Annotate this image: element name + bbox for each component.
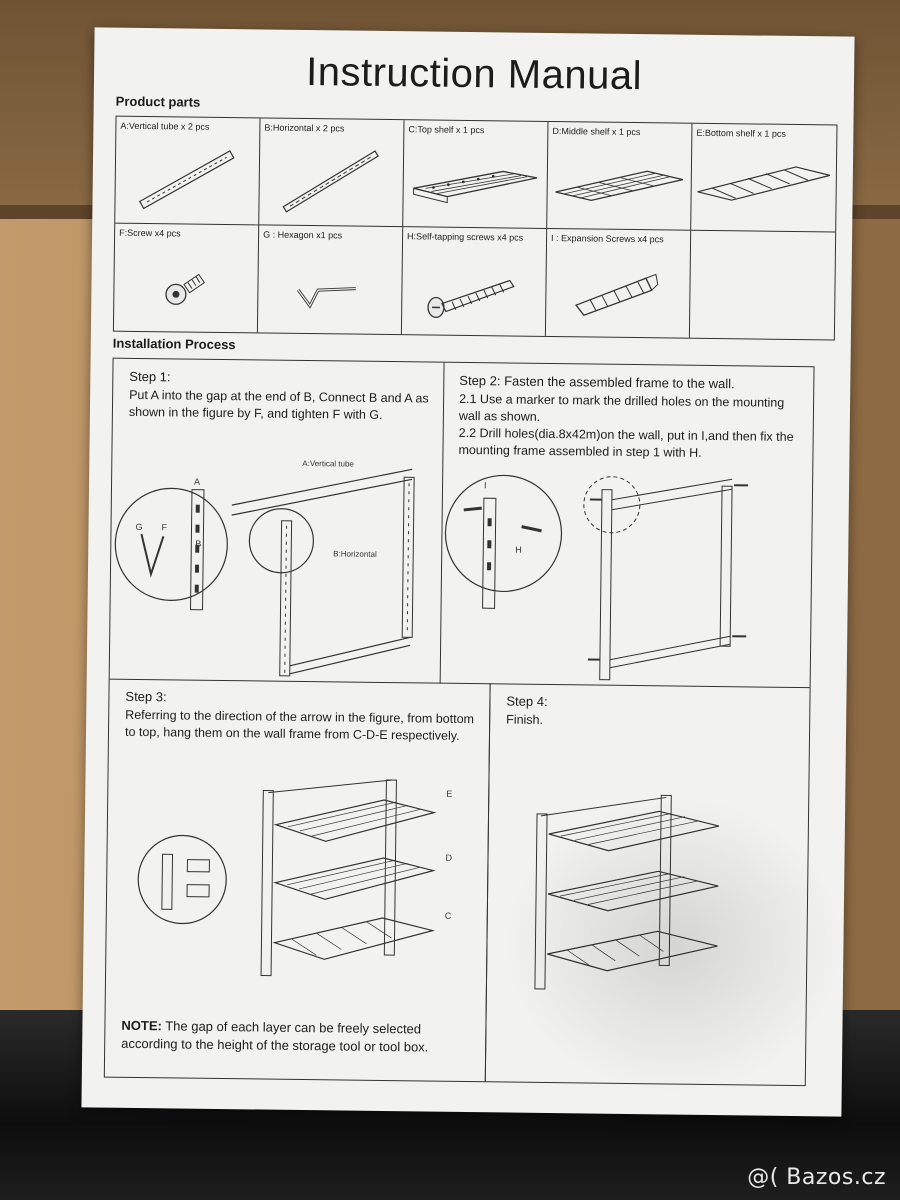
step-3-figure: E D C [137, 779, 453, 977]
step-4: Step 4: Finish. [484, 683, 811, 1086]
step-text: Finish. [506, 712, 544, 727]
product-parts-label: Product parts [115, 93, 201, 110]
part-label: B:Horizontal x 2 pcs [264, 122, 345, 134]
hex-key-icon [296, 287, 356, 309]
part-g: G : Hexagon x1 pcs [257, 225, 404, 335]
step-text: 2.1 Use a marker to mark the drilled hol… [458, 391, 794, 460]
step-2: Step 2: Fasten the assembled frame to th… [439, 362, 814, 689]
vertical-tube-icon [138, 150, 235, 210]
step-text: Put A into the gap at the end of B, Conn… [128, 387, 429, 422]
figure-label-a: A [194, 477, 200, 487]
part-label: H:Self-tapping screws x4 pcs [407, 231, 524, 243]
note-label: NOTE: [121, 1017, 162, 1034]
screw-icon [165, 273, 206, 305]
figure-label-b: B [195, 539, 201, 549]
step-3: Step 3: Referring to the direction of th… [104, 678, 491, 1082]
top-shelf-icon [413, 170, 538, 204]
figure-label-d: D [445, 853, 452, 863]
figure-label-g: G [135, 522, 142, 532]
installation-label: Installation Process [112, 335, 236, 353]
step-2-figure: I H [444, 474, 749, 681]
installation-grid: Step 1: Put A into the gap at the end of… [103, 357, 815, 1087]
watermark: @( Bazos.cz [747, 1165, 886, 1190]
self-tapping-screw-icon [427, 279, 515, 319]
figure-label-e: E [446, 789, 452, 799]
step-title: Step 3: [125, 688, 167, 705]
figure-label-f: F [161, 522, 167, 532]
expansion-screw-icon [575, 273, 659, 316]
part-label: I : Expansion Screws x4 pcs [551, 232, 664, 245]
part-d: D:Middle shelf x 1 pcs [547, 121, 693, 231]
empty-cell [690, 231, 835, 340]
step-title: Step 1: [129, 368, 171, 385]
part-label: G : Hexagon x1 pcs [263, 229, 343, 241]
figure-label-vertical: A:Vertical tube [302, 459, 354, 469]
step-1-figure: A:Vertical tube B:Horizontal A B G F [114, 459, 415, 677]
part-i: I : Expansion Screws x4 pcs [545, 228, 692, 338]
step-title: Step 4: [506, 693, 548, 709]
instruction-sheet: Instruction Manual Product parts A:Verti… [81, 27, 855, 1117]
part-label: A:Vertical tube x 2 pcs [120, 120, 210, 132]
note-text: The gap of each layer can be freely sele… [121, 1018, 429, 1055]
part-c: C:Top shelf x 1 pcs [403, 120, 549, 229]
part-label: F:Screw x4 pcs [119, 227, 181, 239]
figure-label-i: I [484, 480, 487, 490]
figure-label-h: H [515, 545, 522, 555]
part-h: H:Self-tapping screws x4 pcs [401, 227, 548, 336]
part-label: E:Bottom shelf x 1 pcs [696, 127, 786, 139]
part-e: E:Bottom shelf x 1 pcs [691, 123, 837, 233]
parts-table: A:Vertical tube x 2 pcs B:Horizontal x 2… [112, 115, 838, 341]
note: NOTE: The gap of each layer can be freel… [121, 1017, 471, 1057]
figure-label-horizontal: B:Horizontal [333, 549, 377, 559]
step-1: Step 1: Put A into the gap at the end of… [109, 358, 445, 684]
horizontal-tube-icon [282, 150, 379, 213]
step-4-figure [534, 794, 720, 990]
step-title: Step 2: Fasten the assembled frame to th… [459, 372, 735, 392]
step-text: Referring to the direction of the arrow … [124, 707, 475, 743]
part-b: B:Horizontal x 2 pcs [259, 118, 405, 228]
middle-shelf-icon [555, 170, 684, 202]
figure-label-c: C [445, 911, 452, 921]
part-a: A:Vertical tube x 2 pcs [115, 116, 261, 226]
bottom-shelf-icon [697, 166, 831, 201]
page-title: Instruction Manual [305, 49, 643, 99]
part-label: C:Top shelf x 1 pcs [408, 124, 485, 136]
part-f: F:Screw x4 pcs [113, 223, 260, 333]
part-label: D:Middle shelf x 1 pcs [552, 125, 641, 138]
